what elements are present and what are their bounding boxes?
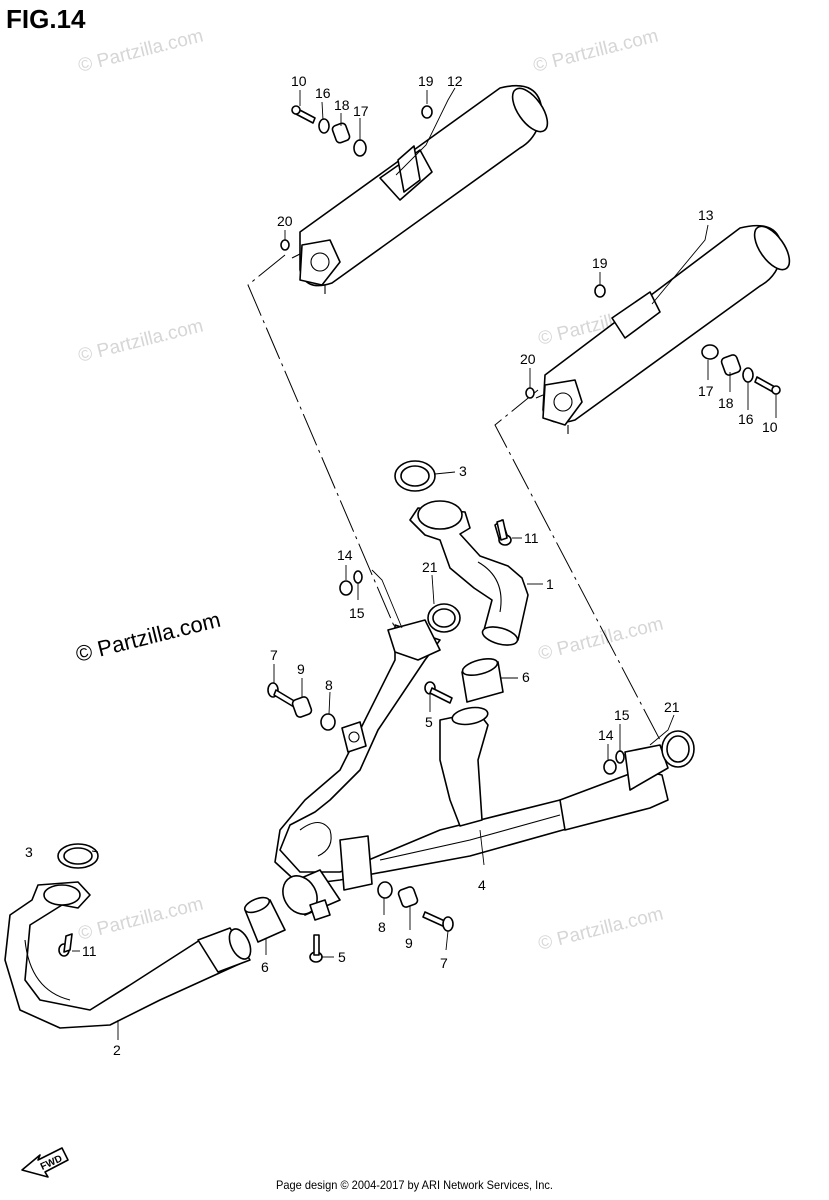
callout-13: 13 (698, 207, 714, 223)
callout-15b: 15 (614, 707, 630, 723)
hardware-14-15-left (339, 570, 363, 596)
callout-11b: 11 (82, 943, 97, 959)
callout-4: 4 (478, 877, 486, 893)
callout-8b: 8 (378, 919, 386, 935)
callout-21a: 21 (422, 559, 438, 575)
callout-17a: 17 (353, 103, 369, 119)
callout-5a: 5 (425, 714, 433, 730)
callout-1: 1 (546, 576, 554, 592)
callout-7a: 7 (270, 647, 278, 663)
muffler-12 (291, 84, 549, 294)
callout-2: 2 (113, 1042, 121, 1058)
bolt-5-upper (424, 681, 453, 704)
callout-20b: 20 (520, 351, 536, 367)
watermark-text: © Partzilla.com (76, 894, 205, 945)
collar-6-lower (243, 896, 286, 943)
watermark-text: © Partzilla.com (531, 26, 660, 77)
watermark-text: © Partzilla.com (73, 607, 223, 667)
callout-14b: 14 (598, 727, 614, 743)
exhaust-pipe-2 (4, 881, 252, 1029)
gasket-21-right (661, 730, 695, 768)
gasket-3-top (394, 460, 436, 492)
hardware-14-15-right (603, 750, 625, 775)
bolt-11-upper (496, 519, 512, 546)
callout-12: 12 (447, 73, 463, 89)
callout-7b: 7 (440, 955, 448, 971)
bolt-11-lower (58, 933, 73, 957)
fwd-arrow: FWD (21, 1147, 69, 1178)
callout-6a: 6 (522, 669, 530, 685)
callout-20a: 20 (277, 213, 293, 229)
callout-15a: 15 (349, 605, 365, 621)
hardware-right (525, 284, 781, 399)
callout-21b: 21 (664, 699, 680, 715)
callout-17b: 17 (698, 383, 714, 399)
callout-18a: 18 (334, 97, 350, 113)
pipe-4-clamp (282, 869, 341, 921)
callout-14a: 14 (337, 547, 353, 563)
hardware-7-8-9-right (377, 881, 454, 932)
hardware-upper (280, 105, 433, 251)
callouts: 10 16 18 17 19 12 20 13 19 20 17 18 16 1… (25, 73, 778, 1058)
alignment-lines (247, 254, 661, 741)
hardware-7-8-9-left (267, 682, 336, 731)
callout-3b: 3 (25, 844, 33, 860)
callout-11a: 11 (524, 530, 539, 546)
gasket-21-left (427, 603, 461, 633)
callout-19a: 19 (418, 73, 434, 89)
watermark-text: © Partzilla.com (76, 26, 205, 77)
gasket-3-lower (57, 843, 99, 869)
callout-19b: 19 (592, 255, 608, 271)
callout-8a: 8 (325, 677, 333, 693)
callout-16b: 16 (738, 411, 754, 427)
callout-18b: 18 (718, 395, 734, 411)
callout-16a: 16 (315, 85, 331, 101)
exhaust-pipe-4 (274, 619, 669, 891)
watermark-text: © Partzilla.com (536, 904, 665, 955)
leader-lines (72, 87, 777, 1040)
callout-9a: 9 (297, 661, 305, 677)
callout-10b: 10 (762, 419, 778, 435)
collar-6-upper (461, 657, 504, 703)
callout-5b: 5 (338, 949, 346, 965)
callout-9b: 9 (405, 935, 413, 951)
bolt-5-lower (309, 934, 323, 963)
watermark-text: © Partzilla.com (536, 614, 665, 665)
watermark-text: © Partzilla.com (76, 316, 205, 367)
callout-6b: 6 (261, 959, 269, 975)
page-footer: Page design © 2004-2017 by ARI Network S… (276, 1178, 553, 1192)
callout-10a: 10 (291, 73, 307, 89)
callout-3a: 3 (459, 463, 467, 479)
exhaust-pipe-1 (409, 500, 529, 646)
muffler-13 (535, 224, 791, 434)
figure-title: FIG.14 (6, 4, 86, 34)
fwd-label: FWD (39, 1153, 64, 1173)
